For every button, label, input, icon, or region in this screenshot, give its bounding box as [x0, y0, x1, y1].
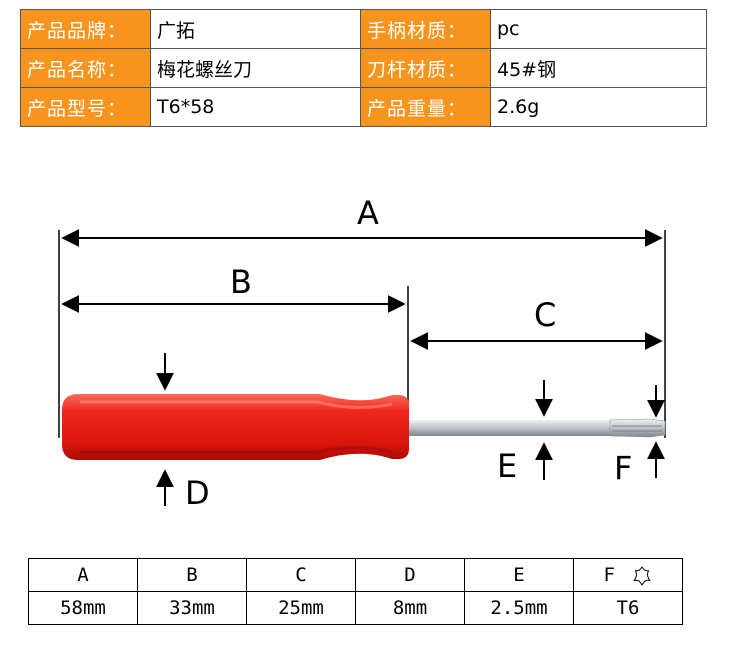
- dimension-label-a: A: [357, 194, 379, 232]
- spec-value: 梅花螺丝刀: [150, 48, 361, 88]
- screwdriver-shaft: [405, 420, 610, 436]
- spec-value: 2.6g: [490, 87, 707, 127]
- dimension-header: B: [137, 558, 247, 592]
- dimension-label-f: F: [614, 449, 632, 487]
- handle-highlight: [80, 400, 393, 410]
- spec-value: 45#钢: [490, 48, 707, 88]
- spec-row: 产品型号： T6*58 产品重量： 2.6g: [20, 87, 707, 127]
- screwdriver-diagram: A B C D E F: [58, 194, 666, 512]
- spec-label: 产品品牌：: [20, 9, 151, 49]
- dimension-header-f: F: [573, 558, 683, 592]
- dimension-value: 25mm: [246, 591, 356, 625]
- spec-label: 刀杆材质：: [360, 48, 491, 88]
- spec-row: 产品名称： 梅花螺丝刀 刀杆材质： 45#钢: [20, 48, 707, 88]
- dimension-header: E: [464, 558, 574, 592]
- dimension-header-row: A B C D E F: [28, 558, 683, 592]
- spec-label: 产品名称：: [20, 48, 151, 88]
- spec-label: 产品型号：: [20, 87, 151, 127]
- dimension-value: 58mm: [28, 591, 138, 625]
- spec-table: 产品品牌： 广拓 手柄材质： pc 产品名称： 梅花螺丝刀 刀杆材质： 45#钢…: [20, 9, 707, 127]
- spec-value: pc: [490, 9, 707, 49]
- dimension-header: D: [355, 558, 465, 592]
- torx-tip: [609, 418, 666, 438]
- dimension-header: C: [246, 558, 356, 592]
- dimension-label-b: B: [230, 263, 252, 301]
- dimension-label-e: E: [497, 447, 517, 485]
- torx-star-icon: [633, 565, 652, 586]
- spec-value: T6*58: [150, 87, 361, 127]
- screwdriver-handle: [62, 394, 409, 460]
- dimension-value: 33mm: [137, 591, 247, 625]
- spec-label: 产品重量：: [360, 87, 491, 127]
- dimension-value-row: 58mm 33mm 25mm 8mm 2.5mm T6: [28, 591, 683, 625]
- spec-row: 产品品牌： 广拓 手柄材质： pc: [20, 9, 707, 49]
- dimension-label-c: C: [534, 296, 556, 334]
- dimension-value: T6: [573, 591, 683, 625]
- dimension-value: 8mm: [355, 591, 465, 625]
- dimension-header: F: [603, 564, 615, 586]
- dimension-table: A B C D E F 58mm 33mm 25mm 8mm 2.5mm T6: [28, 558, 683, 625]
- dimension-label-d: D: [185, 474, 210, 512]
- dimension-header: A: [28, 558, 138, 592]
- dimension-value: 2.5mm: [464, 591, 574, 625]
- handle-shadow: [80, 446, 393, 454]
